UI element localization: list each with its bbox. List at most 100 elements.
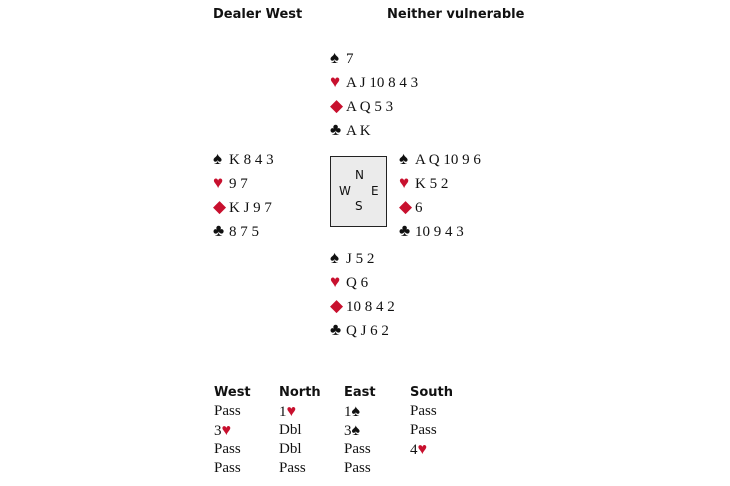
card-ranks: A J 10 8 4 3 (346, 75, 419, 91)
west-spades-holding: ♠ K 8 4 3 (213, 147, 274, 171)
card-ranks: 7 (346, 51, 354, 67)
hand-west: ♠K 8 4 3♥9 7◆K J 9 7♣8 7 5 (213, 147, 274, 243)
east-hearts-holding: ♥ K 5 2 (399, 171, 481, 195)
club-icon: ♣ (213, 221, 225, 240)
heart-icon: ♥ (286, 403, 297, 420)
call-text: Pass (410, 422, 437, 438)
east-spades-holding: ♠ A Q 10 9 6 (399, 147, 481, 171)
auction-call: Pass (214, 459, 251, 478)
card-ranks: K 5 2 (415, 176, 449, 192)
heart-icon: ♥ (330, 272, 341, 291)
north-clubs-holding: ♣A K (330, 118, 418, 142)
south-spades-holding: ♠ J 5 2 (330, 246, 395, 270)
card-ranks: Q J 6 2 (346, 323, 389, 339)
south-diamonds-holding: ◆10 8 4 2 (330, 294, 395, 318)
auction-header: West (214, 385, 251, 400)
auction-call: 1♠ (344, 402, 376, 421)
card-ranks: 9 7 (229, 176, 248, 192)
compass-south: S (355, 199, 363, 213)
call-text: 1 (344, 404, 352, 420)
auction-call: 3♠ (344, 421, 376, 440)
call-text: 1 (279, 404, 287, 420)
auction-call: Pass (279, 459, 321, 478)
heart-icon: ♥ (399, 173, 410, 192)
auction-header: East (344, 385, 376, 400)
south-hearts-holding: ♥ Q 6 (330, 270, 395, 294)
west-clubs-holding: ♣8 7 5 (213, 219, 274, 243)
call-text: Pass (214, 403, 241, 419)
east-clubs-holding: ♣10 9 4 3 (399, 219, 481, 243)
card-ranks: J 5 2 (346, 251, 375, 267)
card-ranks: A Q 10 9 6 (415, 152, 481, 168)
north-diamonds-holding: ◆A Q 5 3 (330, 94, 418, 118)
auction-call: 1♥ (279, 402, 321, 421)
compass-west: W (339, 184, 351, 198)
card-ranks: K J 9 7 (229, 200, 272, 216)
auction-call: Dbl (279, 440, 321, 459)
call-text: Pass (214, 460, 241, 476)
auction-call: Pass (410, 402, 453, 421)
auction-call: 4♥ (410, 440, 453, 459)
card-ranks: Q 6 (346, 275, 369, 291)
spade-icon: ♠ (351, 422, 361, 439)
spade-icon: ♠ (399, 149, 409, 168)
card-ranks: 8 7 5 (229, 224, 259, 240)
heart-icon: ♥ (417, 441, 428, 458)
diamond-icon: ◆ (399, 197, 413, 216)
call-text: Pass (214, 441, 241, 457)
diamond-icon: ◆ (330, 96, 344, 115)
vulnerability-label: Neither vulnerable (387, 7, 525, 22)
west-hearts-holding: ♥ 9 7 (213, 171, 274, 195)
call-text: 3 (344, 423, 352, 439)
east-diamonds-holding: ◆6 (399, 195, 481, 219)
card-ranks: K 8 4 3 (229, 152, 274, 168)
card-ranks: A Q 5 3 (346, 99, 394, 115)
club-icon: ♣ (399, 221, 411, 240)
south-clubs-holding: ♣Q J 6 2 (330, 318, 395, 342)
west-diamonds-holding: ◆K J 9 7 (213, 195, 274, 219)
call-text: 4 (410, 442, 418, 458)
north-spades-holding: ♠7 (330, 46, 418, 70)
call-text: 3 (214, 423, 222, 439)
call-text: Pass (344, 460, 371, 476)
heart-icon: ♥ (330, 72, 341, 91)
auction-call: 3♥ (214, 421, 251, 440)
hand-north: ♠7♥A J 10 8 4 3◆A Q 5 3♣A K (330, 46, 418, 142)
compass-box: N W E S (330, 156, 387, 227)
call-text: Pass (279, 460, 306, 476)
compass-north: N (355, 168, 364, 182)
call-text: Dbl (279, 441, 302, 457)
club-icon: ♣ (330, 120, 342, 139)
call-text: Pass (410, 403, 437, 419)
club-icon: ♣ (330, 320, 342, 339)
auction-header: North (279, 385, 321, 400)
spade-icon: ♠ (330, 48, 340, 67)
card-ranks: 10 9 4 3 (415, 224, 464, 240)
call-text: Pass (344, 441, 371, 457)
hand-east: ♠A Q 10 9 6♥K 5 2◆6♣10 9 4 3 (399, 147, 481, 243)
heart-icon: ♥ (221, 422, 232, 439)
card-ranks: 10 8 4 2 (346, 299, 395, 315)
dealer-label: Dealer West (213, 7, 303, 22)
diamond-icon: ◆ (330, 296, 344, 315)
spade-icon: ♠ (330, 248, 340, 267)
auction-header: South (410, 385, 454, 400)
hand-south: ♠J 5 2♥Q 6◆10 8 4 2♣Q J 6 2 (330, 246, 395, 342)
auction-call: Pass (344, 440, 376, 459)
diamond-icon: ◆ (213, 197, 227, 216)
compass-east: E (371, 184, 379, 198)
auction-call: Pass (214, 402, 251, 421)
auction-call: Dbl (279, 421, 321, 440)
call-text: Dbl (279, 422, 302, 438)
spade-icon: ♠ (213, 149, 223, 168)
auction-call: Pass (214, 440, 251, 459)
heart-icon: ♥ (213, 173, 224, 192)
card-ranks: 6 (415, 200, 423, 216)
north-hearts-holding: ♥ A J 10 8 4 3 (330, 70, 418, 94)
auction-call: Pass (410, 421, 453, 440)
